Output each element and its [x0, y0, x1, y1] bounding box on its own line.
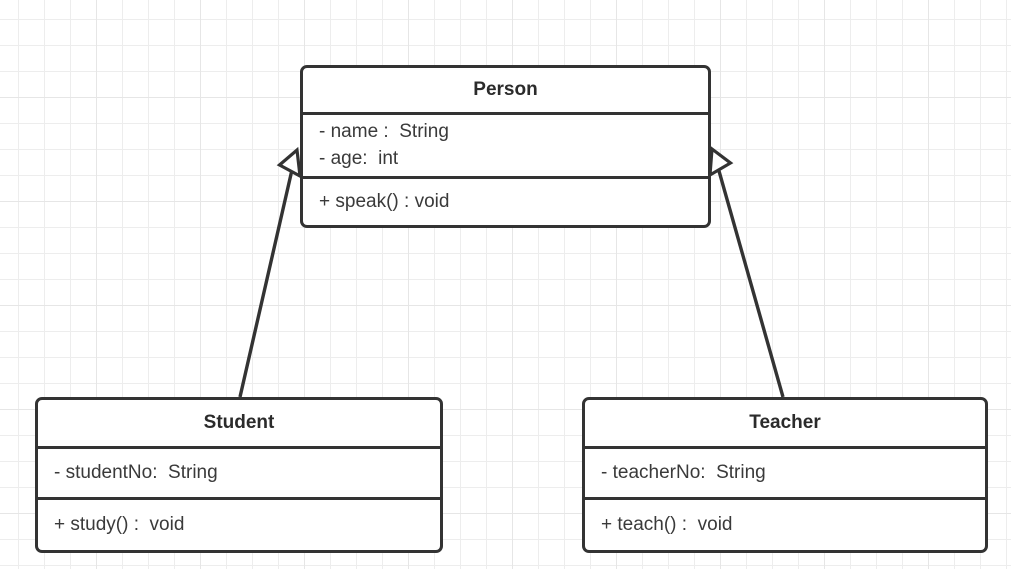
operations-compartment-teacher: + teach() : void — [585, 497, 985, 550]
operation-item: + teach() : void — [601, 513, 733, 535]
operation-item: + study() : void — [54, 513, 185, 535]
operations-compartment-person: + speak() : void — [303, 175, 708, 225]
generalization-line — [238, 171, 294, 398]
operation-item: + speak() : void — [319, 190, 450, 212]
generalization-student-person — [238, 146, 302, 398]
attribute-item: - studentNo: String — [54, 461, 218, 483]
class-name-teacher: Teacher — [749, 412, 821, 434]
class-name-student: Student — [203, 412, 275, 434]
class-box-teacher[interactable]: Teacher - teacherNo: String + teach() : … — [582, 397, 988, 553]
class-name-person: Person — [473, 79, 538, 101]
hollow-triangle-arrowhead — [276, 146, 302, 179]
attributes-compartment-person: - name : String - age: int — [303, 112, 708, 176]
class-box-student[interactable]: Student - studentNo: String + study() : … — [35, 397, 443, 553]
attributes-compartment-student: - studentNo: String — [38, 446, 440, 497]
attribute-item: - name : String — [319, 121, 449, 143]
attribute-item: - teacherNo: String — [601, 461, 766, 483]
attributes-compartment-teacher: - teacherNo: String — [585, 446, 985, 497]
generalization-line — [717, 170, 785, 398]
class-box-person[interactable]: Person - name : String - age: int + spea… — [300, 65, 711, 228]
hollow-triangle-arrowhead — [708, 145, 734, 178]
generalization-teacher-person — [708, 145, 785, 398]
operations-compartment-student: + study() : void — [38, 497, 440, 550]
attribute-item: - age: int — [319, 147, 399, 169]
